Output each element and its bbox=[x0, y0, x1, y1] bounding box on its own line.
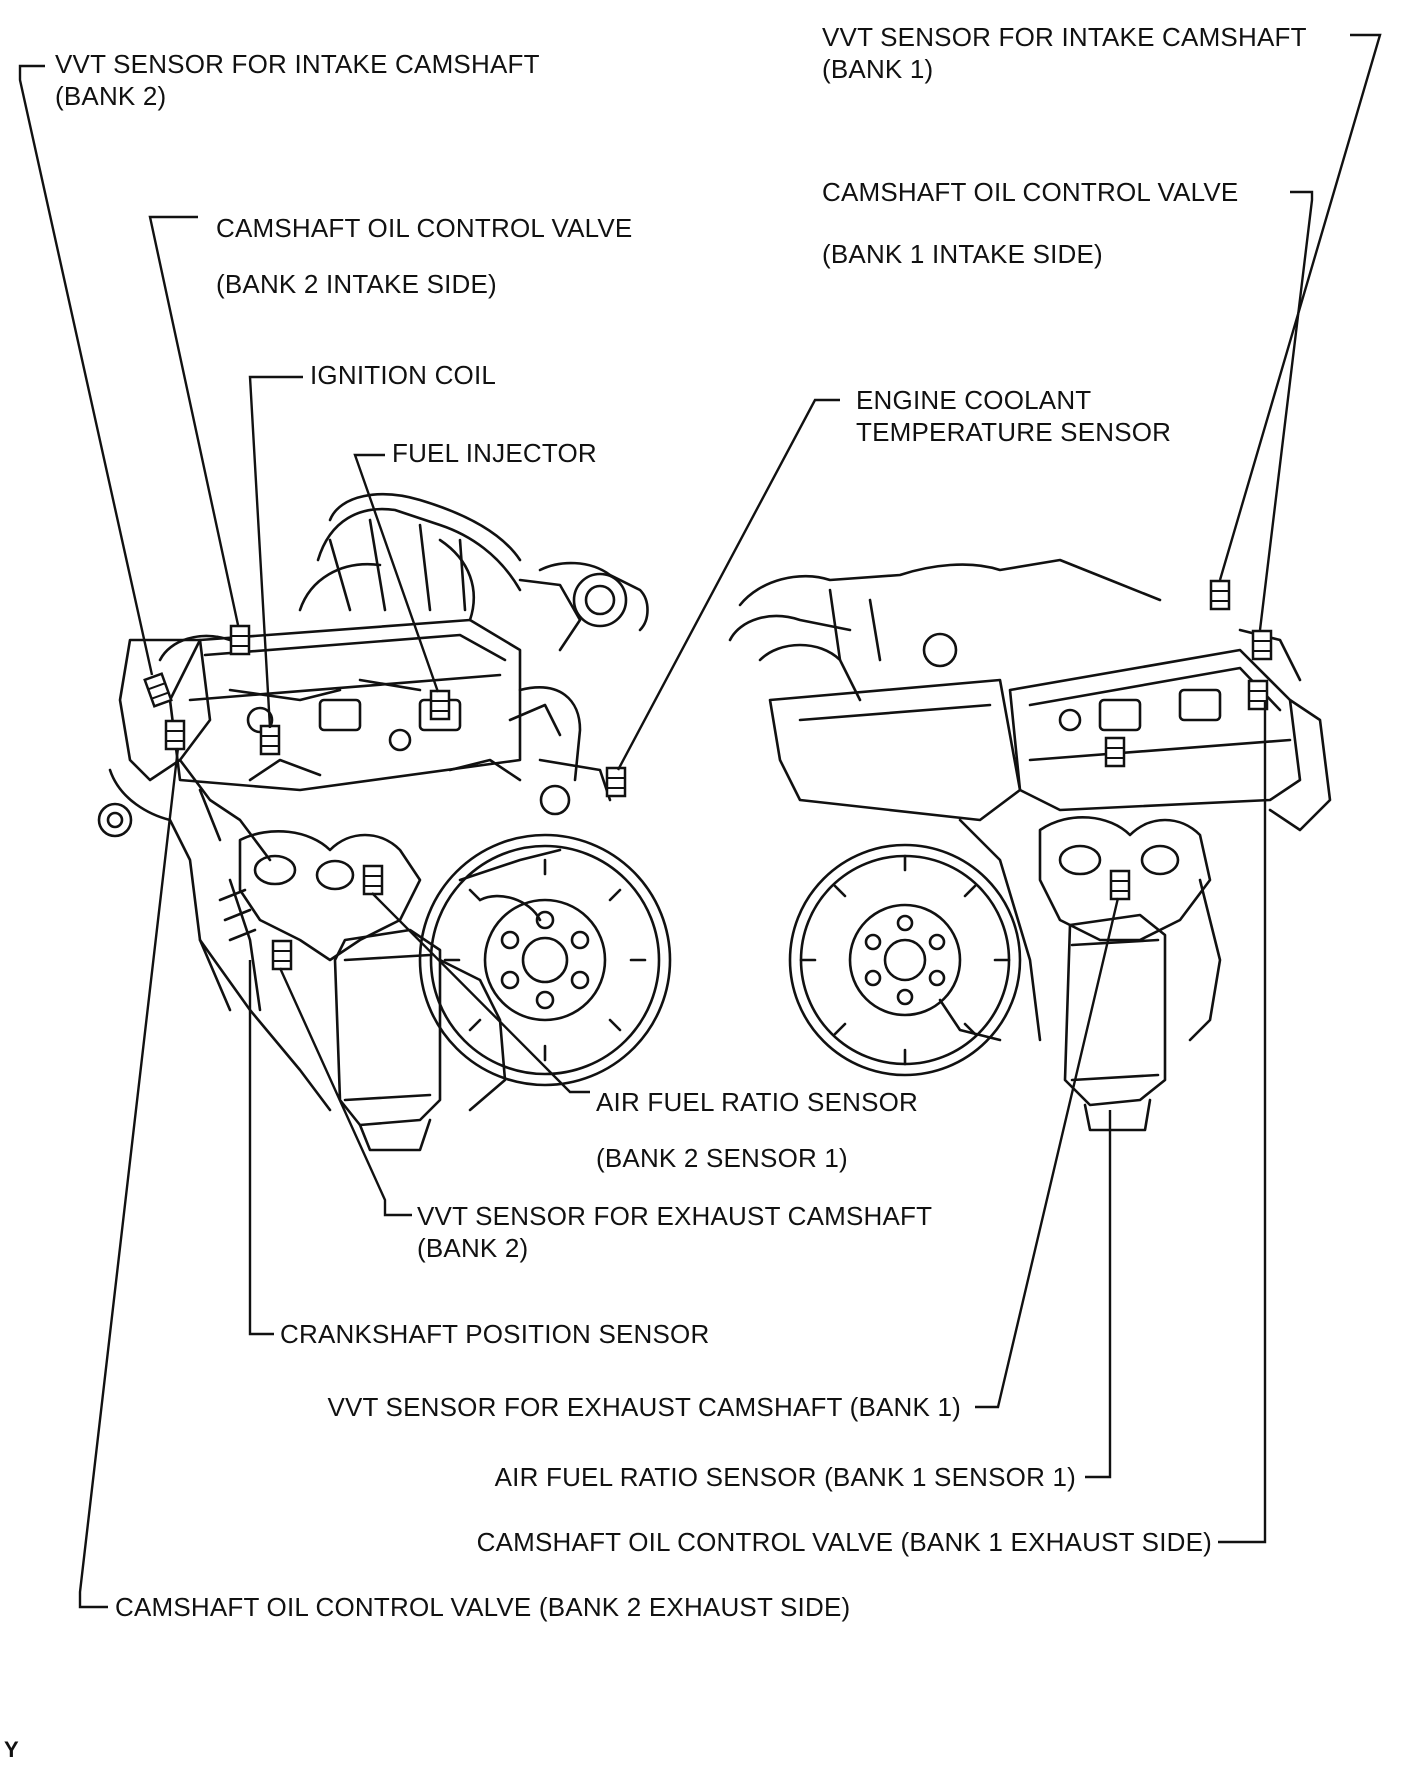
sensor-markers bbox=[143, 579, 1273, 971]
label-line: VVT SENSOR FOR INTAKE CAMSHAFT bbox=[822, 22, 1307, 52]
label-line: ENGINE COOLANT bbox=[856, 385, 1092, 415]
label-line: (BANK 2) bbox=[417, 1233, 529, 1263]
label-line: VVT SENSOR FOR EXHAUST CAMSHAFT bbox=[417, 1201, 933, 1231]
label-ocv-bank1-intake: CAMSHAFT OIL CONTROL VALVE (BANK 1 INTAK… bbox=[822, 175, 1238, 285]
label-line: VVT SENSOR FOR INTAKE CAMSHAFT bbox=[55, 49, 540, 79]
label-line: (BANK 1) bbox=[822, 54, 934, 84]
label-line: (BANK 2) bbox=[55, 81, 167, 111]
label-vvt-intake-bank1: VVT SENSOR FOR INTAKE CAMSHAFT (BANK 1) bbox=[822, 21, 1307, 85]
label-ocv-bank2-intake: CAMSHAFT OIL CONTROL VALVE (BANK 2 INTAK… bbox=[216, 200, 632, 312]
label-line: TEMPERATURE SENSOR bbox=[856, 417, 1172, 447]
figure-code: Y bbox=[4, 1737, 19, 1762]
label-vvt-intake-bank2: VVT SENSOR FOR INTAKE CAMSHAFT (BANK 2) bbox=[55, 48, 540, 112]
label-ocv-bank2-exhaust: CAMSHAFT OIL CONTROL VALVE (BANK 2 EXHAU… bbox=[115, 1592, 851, 1622]
label-vvt-exhaust-bank2: VVT SENSOR FOR EXHAUST CAMSHAFT (BANK 2) bbox=[417, 1200, 932, 1264]
label-ignition-coil: IGNITION COIL bbox=[310, 360, 497, 390]
label-ocv-bank1-exhaust: CAMSHAFT OIL CONTROL VALVE (BANK 1 EXHAU… bbox=[476, 1527, 1212, 1557]
label-line: AIR FUEL RATIO SENSOR bbox=[596, 1087, 919, 1117]
leader-lines bbox=[18, 33, 1382, 1609]
label-line: (BANK 1 INTAKE SIDE) bbox=[822, 239, 1103, 269]
label-line: (BANK 2 SENSOR 1) bbox=[596, 1143, 848, 1173]
label-line: CAMSHAFT OIL CONTROL VALVE bbox=[822, 177, 1239, 207]
label-fuel-injector: FUEL INJECTOR bbox=[392, 438, 597, 468]
label-ect-sensor: ENGINE COOLANT TEMPERATURE SENSOR bbox=[856, 384, 1171, 448]
label-af-sensor-bank1: AIR FUEL RATIO SENSOR (BANK 1 SENSOR 1) bbox=[494, 1462, 1076, 1492]
label-af-sensor-bank2: AIR FUEL RATIO SENSOR (BANK 2 SENSOR 1) bbox=[596, 1074, 918, 1186]
label-crankshaft-sensor: CRANKSHAFT POSITION SENSOR bbox=[280, 1319, 710, 1349]
label-line: (BANK 2 INTAKE SIDE) bbox=[216, 269, 497, 299]
label-vvt-exhaust-bank1: VVT SENSOR FOR EXHAUST CAMSHAFT (BANK 1) bbox=[327, 1392, 961, 1422]
left-engine-illustration bbox=[97, 493, 672, 1152]
right-engine-illustration bbox=[728, 558, 1332, 1132]
label-line: CAMSHAFT OIL CONTROL VALVE bbox=[216, 213, 633, 243]
